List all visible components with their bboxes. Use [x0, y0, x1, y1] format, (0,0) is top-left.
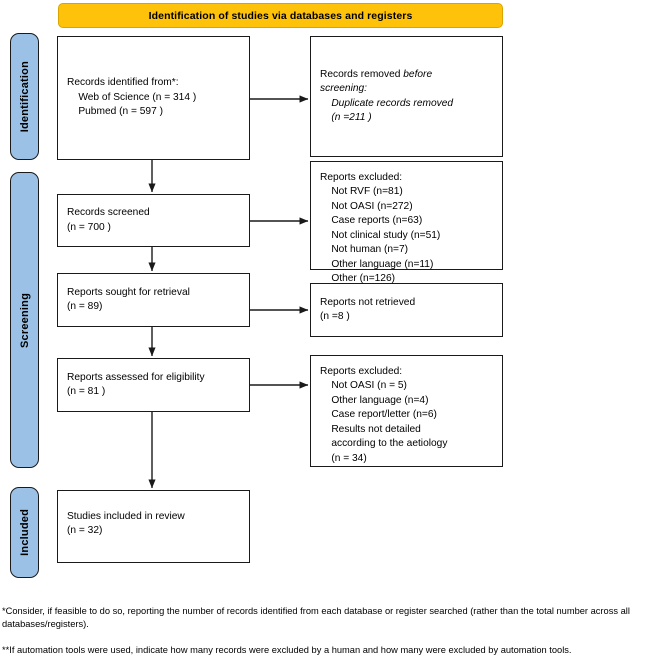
box-reports-excluded-eligibility-text: Reports excluded: Not OASI (n = 5) Other… [320, 366, 448, 464]
box-reports-sought-text: Reports sought for retrieval (n = 89) [67, 286, 190, 312]
footnote-automation: **If automation tools were used, indicat… [2, 645, 572, 655]
stage-label-identification: Identification [18, 60, 31, 133]
box-studies-included-text: Studies included in review (n = 32) [67, 511, 185, 537]
box-reports-not-retrieved-text: Reports not retrieved (n =8 ) [320, 296, 416, 322]
removed-lead-text: Records removed [320, 68, 404, 80]
box-studies-included-in-review: Studies included in review (n = 32) [57, 490, 250, 563]
banner-title: Identification of studies via databases … [148, 9, 413, 22]
removed-italic-text-2: screening: Duplicate records removed (n … [320, 83, 454, 123]
stage-band-identification: Identification [10, 33, 39, 160]
box-records-removed-before-screening: Records removed before screening: Duplic… [310, 36, 503, 157]
stage-band-screening: Screening [10, 172, 39, 468]
box-records-identified: Records identified from*: Web of Science… [57, 36, 250, 160]
box-reports-assessed-for-eligibility: Reports assessed for eligibility (n = 81… [57, 358, 250, 412]
box-records-screened: Records screened (n = 700 ) [57, 194, 250, 247]
box-records-screened-text: Records screened (n = 700 ) [67, 207, 150, 233]
footnote-consider: *Consider, if feasible to do so, reporti… [2, 606, 630, 630]
diagram-banner: Identification of studies via databases … [58, 3, 503, 28]
box-reports-excluded-eligibility: Reports excluded: Not OASI (n = 5) Other… [310, 355, 503, 467]
stage-label-screening: Screening [18, 292, 31, 348]
box-reports-assessed-text: Reports assessed for eligibility (n = 81… [67, 371, 205, 397]
box-reports-not-retrieved: Reports not retrieved (n =8 ) [310, 283, 503, 337]
box-reports-sought-for-retrieval: Reports sought for retrieval (n = 89) [57, 273, 250, 327]
box-records-identified-text: Records identified from*: Web of Science… [67, 77, 197, 118]
stage-band-included: Included [10, 487, 39, 578]
box-reports-excluded-screening-text: Reports excluded: Not RVF (n=81) Not OAS… [320, 172, 441, 285]
stage-label-included: Included [18, 509, 31, 556]
removed-italic-text: before [403, 68, 433, 80]
box-reports-excluded-screening: Reports excluded: Not RVF (n=81) Not OAS… [310, 161, 503, 284]
box-records-removed-text: Records removed before screening: Duplic… [320, 68, 453, 126]
